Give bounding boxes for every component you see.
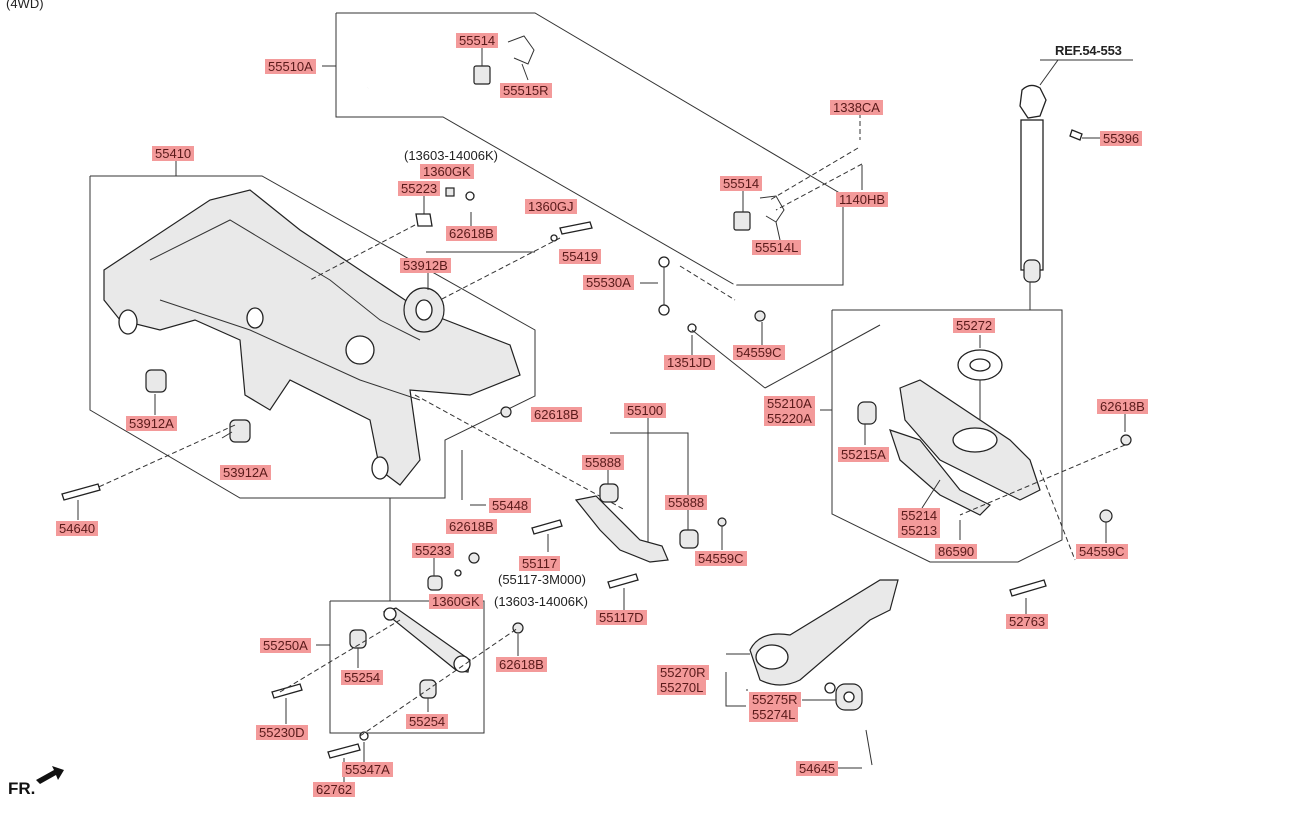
- part-label-54559c[interactable]: 54559C: [1076, 544, 1128, 559]
- part-label-62762[interactable]: 62762: [313, 782, 356, 797]
- part-label-55117[interactable]: 55117: [519, 556, 561, 571]
- part-label-55515r[interactable]: 55515R: [500, 83, 552, 98]
- part-label-52763[interactable]: 52763: [1006, 614, 1049, 629]
- stabilizer-leaders: [481, 47, 863, 241]
- part-label-55510a[interactable]: 55510A: [265, 59, 316, 74]
- part-label-54640[interactable]: 54640: [56, 521, 99, 536]
- part-label-55254[interactable]: 55254: [406, 714, 449, 729]
- stabilizer-bar-part: [367, 35, 785, 299]
- part-label-55274l[interactable]: 55274L: [749, 707, 799, 722]
- part-label-55230d[interactable]: 55230D: [256, 725, 308, 740]
- part-label-55514[interactable]: 55514: [720, 176, 763, 191]
- part-label-54559c[interactable]: 54559C: [695, 551, 747, 566]
- note-13603-14006k-bottom: (13603-14006K): [494, 594, 588, 609]
- part-label-55220a[interactable]: 55220A: [764, 411, 815, 426]
- part-label-55347a[interactable]: 55347A: [342, 762, 393, 777]
- part-label-62618b[interactable]: 62618B: [531, 407, 582, 422]
- part-label-1351jd[interactable]: 1351JD: [664, 355, 715, 370]
- crossmember-leaders: [61, 187, 626, 520]
- part-label-55530a[interactable]: 55530A: [583, 275, 634, 290]
- part-label-53912b[interactable]: 53912B: [400, 258, 451, 273]
- part-label-55233[interactable]: 55233: [412, 543, 455, 558]
- part-label-53912a[interactable]: 53912A: [126, 416, 177, 431]
- part-label-55210a[interactable]: 55210A: [764, 396, 815, 411]
- part-label-55888[interactable]: 55888: [665, 495, 708, 510]
- part-label-62618b[interactable]: 62618B: [446, 519, 497, 534]
- part-label-1360gj[interactable]: 1360GJ: [525, 199, 577, 214]
- part-label-55270l[interactable]: 55270L: [657, 680, 707, 695]
- part-label-55275r[interactable]: 55275R: [749, 692, 801, 707]
- trailing-arm-part: [725, 579, 899, 769]
- part-label-54559c[interactable]: 54559C: [733, 345, 785, 360]
- front-direction-arrow-icon: [36, 766, 64, 784]
- part-label-1140hb[interactable]: 1140HB: [836, 192, 889, 207]
- reference-label: REF.54-553: [1055, 43, 1122, 58]
- part-label-86590[interactable]: 86590: [935, 544, 978, 559]
- part-label-62618b[interactable]: 62618B: [1097, 399, 1148, 414]
- part-label-55270r[interactable]: 55270R: [657, 665, 709, 680]
- part-label-55514[interactable]: 55514: [456, 33, 499, 48]
- part-label-55215a[interactable]: 55215A: [838, 447, 889, 462]
- crossmember-frame: [89, 161, 536, 499]
- lower-arm-part: [857, 335, 1132, 614]
- stabilizer-bar-frame: [322, 12, 844, 286]
- lower-link-part: [271, 552, 524, 782]
- part-label-55419[interactable]: 55419: [559, 249, 602, 264]
- part-label-55254[interactable]: 55254: [341, 670, 384, 685]
- part-label-54645[interactable]: 54645: [796, 761, 839, 776]
- part-label-55396[interactable]: 55396: [1100, 131, 1143, 146]
- part-label-55223[interactable]: 55223: [398, 181, 441, 196]
- note-55117-3m000: (55117-3M000): [498, 572, 586, 587]
- part-label-55448[interactable]: 55448: [489, 498, 532, 513]
- part-label-55100[interactable]: 55100: [624, 403, 667, 418]
- diagram-variant-heading: (4WD): [6, 0, 44, 11]
- part-label-1360gk[interactable]: 1360GK: [429, 594, 483, 609]
- part-label-62618b[interactable]: 62618B: [496, 657, 547, 672]
- stabilizer-link-part: [640, 256, 766, 355]
- lower-arm-frame: [691, 309, 1063, 563]
- upper-arm-55100-part: [461, 417, 727, 610]
- part-label-53912a[interactable]: 53912A: [220, 465, 271, 480]
- part-label-1338ca[interactable]: 1338CA: [830, 100, 883, 115]
- part-label-55410[interactable]: 55410: [152, 146, 195, 161]
- part-label-55214[interactable]: 55214: [898, 508, 941, 523]
- part-label-55888[interactable]: 55888: [582, 455, 625, 470]
- shock-absorber-part: [1019, 59, 1133, 310]
- crossmember-part: [103, 189, 521, 486]
- part-label-55272[interactable]: 55272: [953, 318, 996, 333]
- front-direction-label: FR.: [8, 779, 36, 798]
- part-label-62618b[interactable]: 62618B: [446, 226, 497, 241]
- part-label-55213[interactable]: 55213: [898, 523, 941, 538]
- part-label-55250a[interactable]: 55250A: [260, 638, 311, 653]
- part-label-1360gk[interactable]: 1360GK: [420, 164, 474, 179]
- part-label-55117d[interactable]: 55117D: [596, 610, 647, 625]
- part-label-55514l[interactable]: 55514L: [752, 240, 802, 255]
- note-13603-14006k-top: (13603-14006K): [404, 148, 498, 163]
